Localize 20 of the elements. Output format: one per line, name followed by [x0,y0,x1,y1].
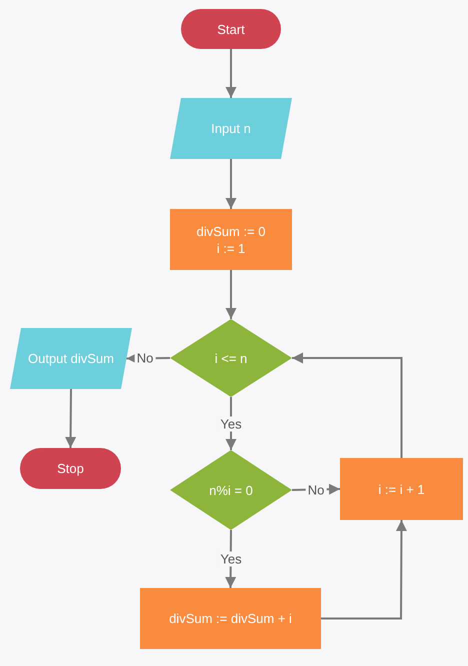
arrow [226,49,236,98]
node-label: i := 1 [216,240,246,256]
node-label: Stop [57,460,84,477]
node-label: divSum := 0 [196,222,266,240]
arrow [65,389,76,448]
edge-label: Yes [218,552,244,566]
arrow [226,270,236,319]
arrow [321,520,407,620]
node-label: i := i + 1 [378,480,425,498]
node-label: Start [217,20,245,38]
arrow [292,352,402,458]
node-label: i <= n [214,350,248,366]
edge-label: No [134,350,156,366]
node-label: Input n [211,120,251,137]
node-label: divSum := divSum + i [169,610,292,627]
node-label: n%i = 0 [209,482,253,498]
edge-label: No [306,482,326,498]
edge-label: Yes [218,416,244,432]
node-label: Output divSum [28,350,114,367]
arrow [226,159,236,209]
